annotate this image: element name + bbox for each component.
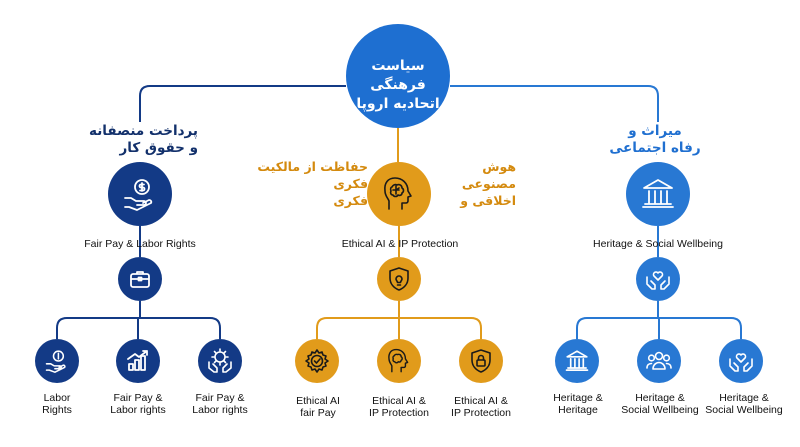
left-leaf-1-line2: Rights	[42, 404, 72, 416]
left-hub-node	[118, 257, 162, 301]
right-branch-title: Heritage & Social Wellbeing	[593, 238, 723, 250]
right-hub-node	[636, 257, 680, 301]
right-leaf-1-line2: Heritage	[558, 404, 598, 416]
right-main-node	[626, 162, 690, 226]
middle-branch-heading-ai: هوش مصنوعی اخلاقی و	[432, 158, 516, 209]
root-title: سیاست فرهنگی اتحادیه اروپا	[346, 57, 450, 114]
right-leaf-2-line1: Heritage &	[635, 392, 685, 404]
growth-chart-icon	[127, 350, 148, 371]
middle-leaf-2-line1: Ethical AI &	[372, 395, 426, 407]
hands-gear-dollar-icon	[208, 348, 232, 373]
middle-leaf-label-3: Ethical AI & IP Protection	[439, 395, 523, 419]
left-branch-title: Fair Pay & Labor Rights	[84, 238, 196, 250]
right-leaf-3-line1: Heritage &	[719, 392, 769, 404]
left-leaf-label-3: Fair Pay & Labor rights	[182, 392, 258, 416]
brain-head-icon	[384, 177, 412, 210]
middle-leaf-label-1: Ethical AI fair Pay	[280, 395, 356, 419]
shield-lock-icon	[471, 349, 491, 373]
middle-heading-ai-line2: اخلاقی و	[460, 193, 516, 208]
left-heading-line2: و حقوق کار	[119, 140, 198, 156]
root-node	[346, 24, 450, 128]
middle-leaf-node-3	[459, 339, 503, 383]
right-branch-heading: میراث و رفاه اجتماعی	[600, 123, 710, 157]
people-group-icon	[646, 351, 672, 370]
hands-heart-icon	[729, 353, 753, 372]
middle-leaf-1-line2: fair Pay	[300, 407, 336, 419]
right-leaf-node-2	[637, 339, 681, 383]
root-to-right-line	[450, 85, 659, 122]
left-leaf-label-1: Labor Rights	[22, 392, 92, 416]
right-heading-line2: رفاه اجتماعی	[609, 140, 701, 156]
right-leaf-1-line1: Heritage &	[553, 392, 603, 404]
right-leaf-label-1: Heritage & Heritage	[540, 392, 616, 416]
middle-branch-heading-ip: حفاظت از مالکیت فکری فکری	[232, 158, 368, 209]
middle-leaf-label-2: Ethical AI & IP Protection	[357, 395, 441, 419]
left-leaf-node-3	[198, 339, 242, 383]
shield-bulb-icon	[389, 267, 409, 291]
middle-leaf-node-2	[377, 339, 421, 383]
right-leaf-label-3: Heritage & Social Wellbeing	[698, 392, 790, 416]
left-leaf-2-line1: Fair Pay &	[113, 392, 163, 404]
museum-icon	[642, 179, 674, 208]
left-branch-heading: پرداخت منصفانه و حقوق کار	[88, 123, 198, 157]
right-leaf-2-line2: Social Wellbeing	[621, 404, 699, 416]
museum-icon	[565, 350, 589, 371]
middle-branch-title: Ethical AI & IP Protection	[341, 238, 459, 250]
middle-leaf-1-line1: Ethical AI	[296, 395, 340, 407]
middle-heading-ip-line1: حفاظت از مالکیت فکری	[257, 159, 368, 191]
brain-head-icon	[388, 348, 409, 373]
left-leaf-1-line1: Labor	[43, 392, 71, 404]
right-leaf-node-1	[555, 339, 599, 383]
root-title-line2: اتحادیه اروپا	[356, 96, 440, 112]
middle-leaf-3-line2: IP Protection	[451, 407, 511, 419]
hand-dollar-icon	[124, 179, 153, 211]
right-leaf-label-2: Heritage & Social Wellbeing	[614, 392, 706, 416]
middle-main-node	[367, 162, 431, 226]
middle-hub-to-leaves-line	[316, 301, 482, 339]
left-heading-line1: پرداخت منصفانه	[89, 123, 198, 139]
left-leaf-3-line2: Labor rights	[192, 404, 248, 416]
left-leaf-node-2	[116, 339, 160, 383]
middle-leaf-2-line2: IP Protection	[369, 407, 429, 419]
left-main-node	[108, 162, 172, 226]
left-leaf-node-1	[35, 339, 79, 383]
right-leaf-3-line2: Social Wellbeing	[705, 404, 783, 416]
hand-dollar-icon	[45, 350, 66, 373]
middle-leaf-3-line1: Ethical AI &	[454, 395, 508, 407]
right-hub-to-leaves-line	[576, 301, 742, 339]
middle-hub-node	[377, 257, 421, 301]
right-heading-line1: میراث و	[628, 123, 682, 139]
left-leaf-3-line1: Fair Pay &	[195, 392, 245, 404]
root-title-line1: سیاست فرهنگی	[370, 58, 426, 93]
root-to-left-line	[139, 85, 346, 122]
hands-heart-icon	[646, 271, 670, 290]
left-leaf-2-line2: Labor rights	[110, 404, 166, 416]
middle-heading-ip-line2: فکری	[333, 193, 368, 208]
briefcase-icon	[130, 271, 150, 288]
left-leaf-label-2: Fair Pay & Labor rights	[100, 392, 176, 416]
left-hub-to-leaves-line	[56, 301, 221, 339]
right-leaf-node-3	[719, 339, 763, 383]
middle-heading-ai-line1: هوش مصنوعی	[461, 159, 516, 191]
gear-check-icon	[305, 349, 329, 373]
middle-leaf-node-1	[295, 339, 339, 383]
